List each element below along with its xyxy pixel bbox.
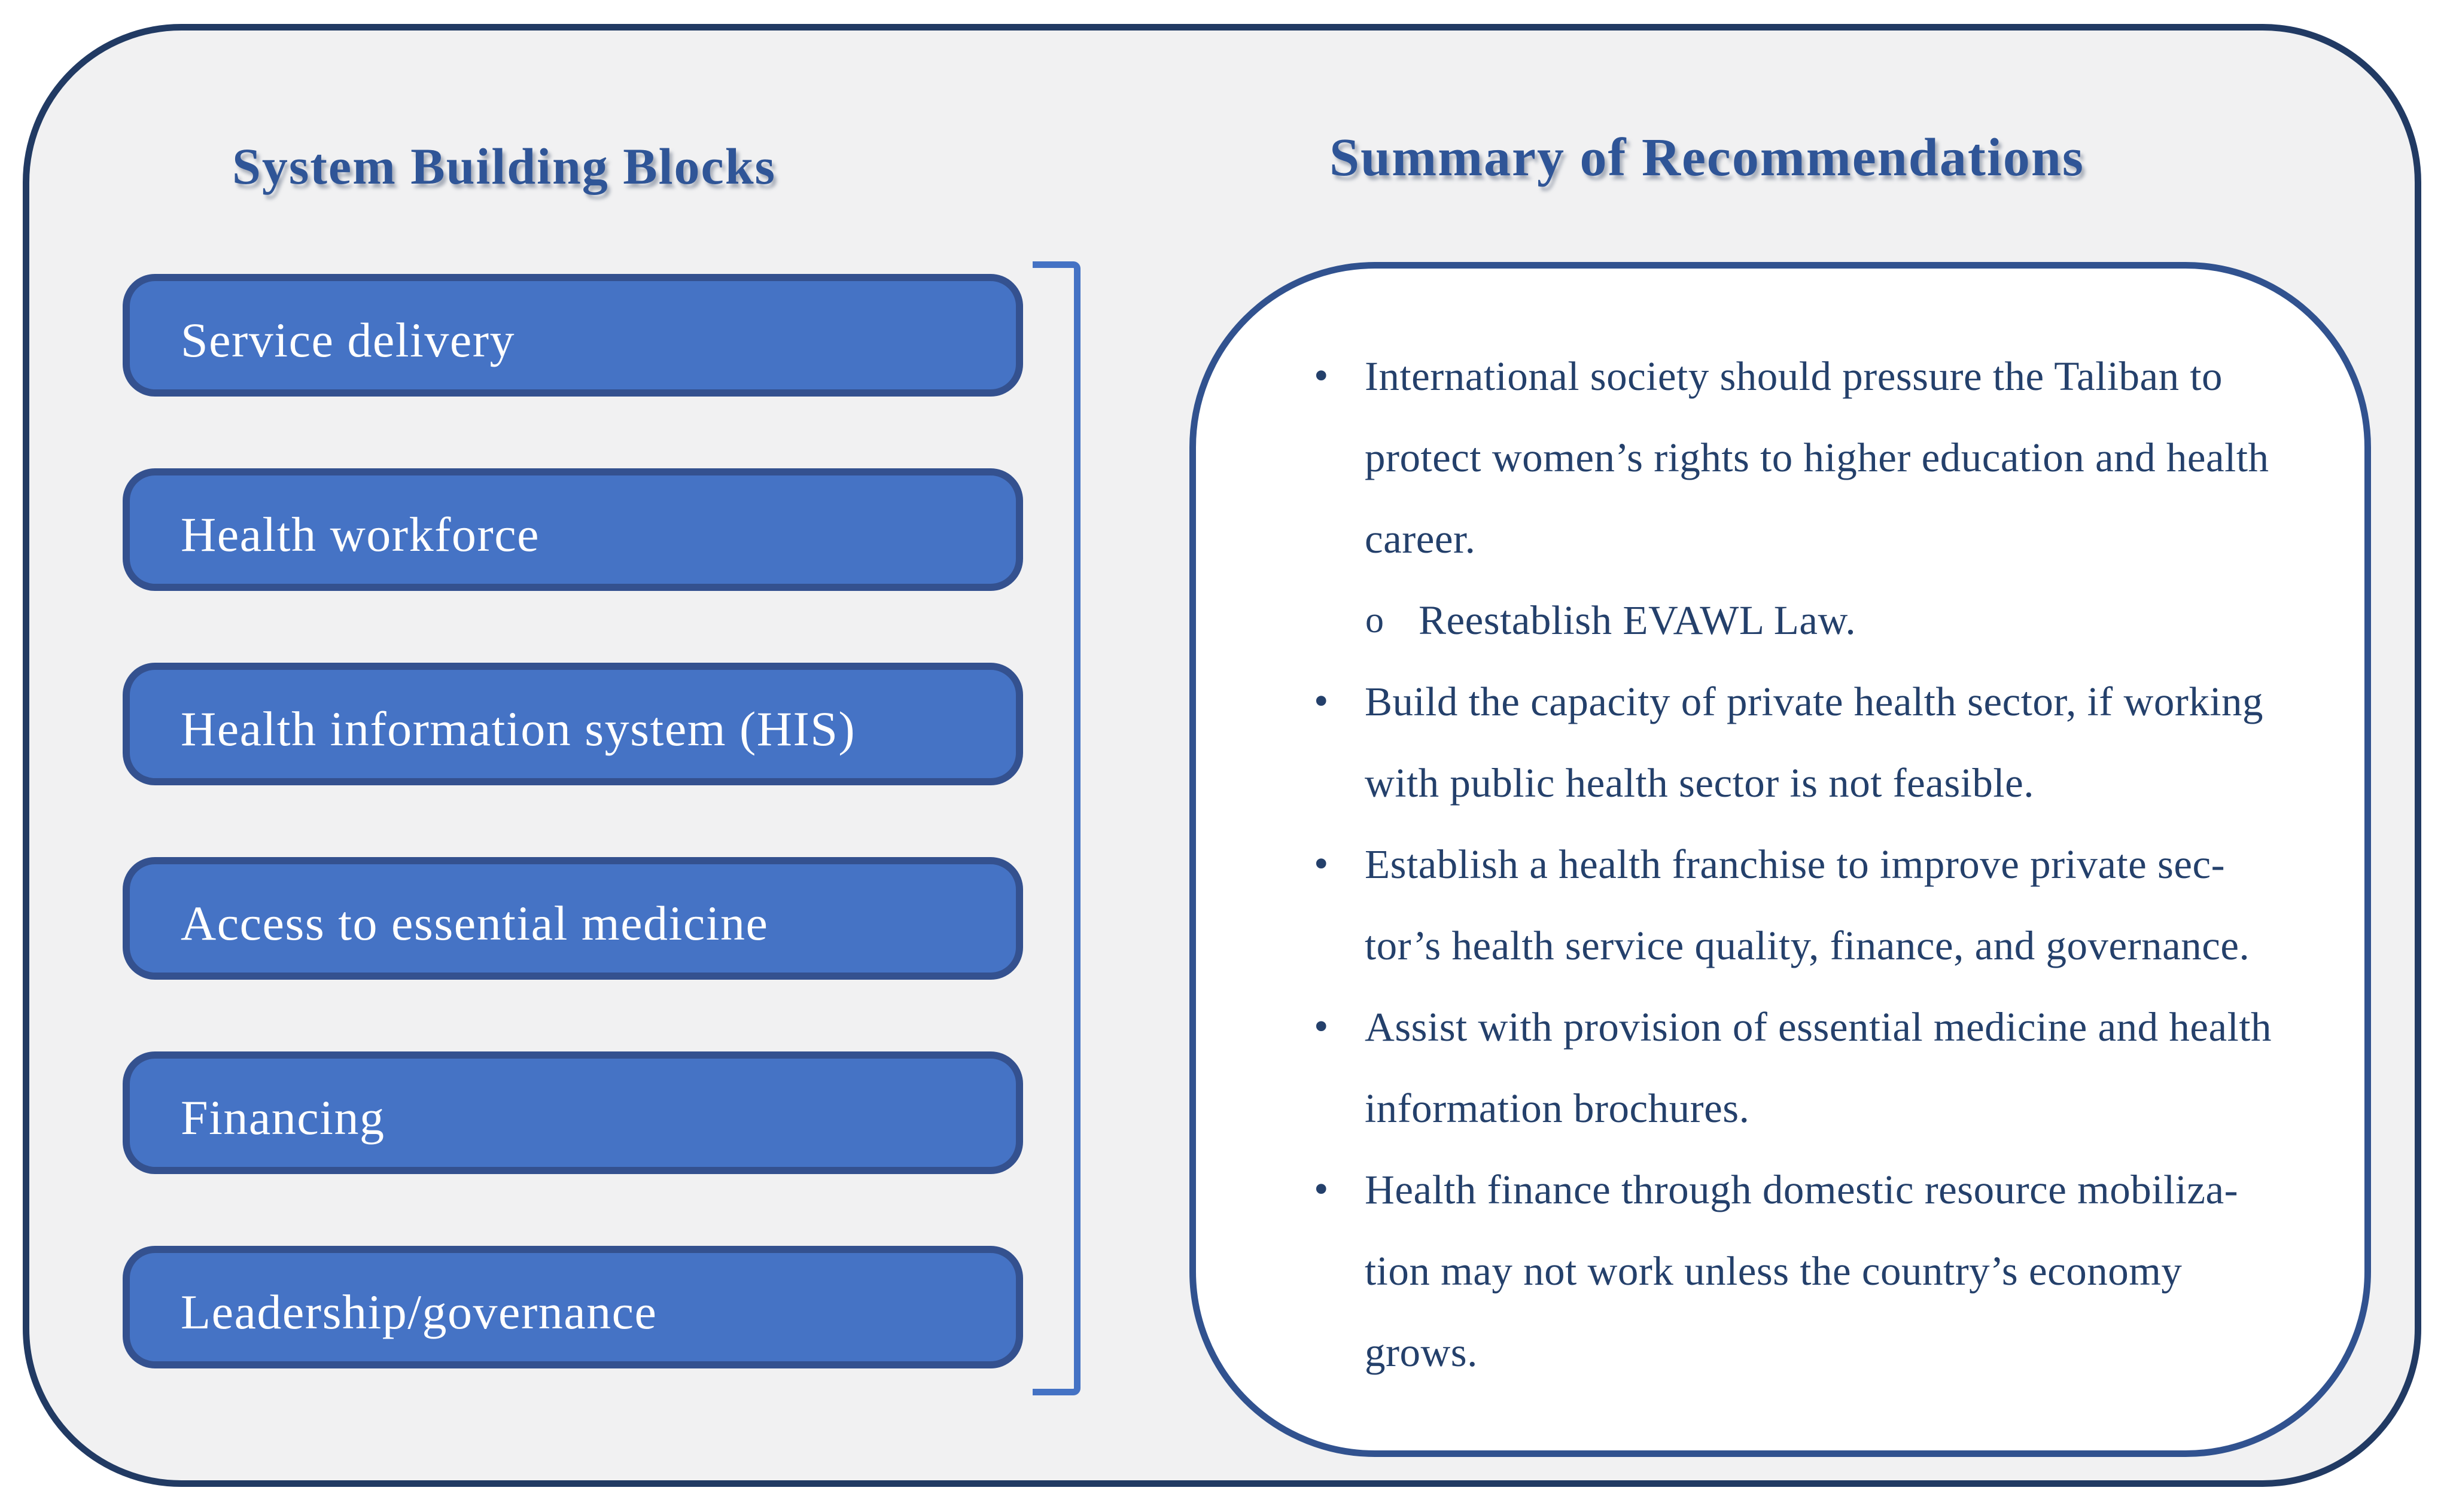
bullet-text-line: tor’s health service quality, finance, a… <box>1365 923 2250 968</box>
bullet-marker: • <box>1314 841 1329 887</box>
bullet-marker: • <box>1314 678 1329 724</box>
system-building-blocks-title: System Building Blocks <box>232 138 776 195</box>
building-block-label: Health information system (HIS) <box>181 701 856 756</box>
bullet-marker: • <box>1314 353 1329 399</box>
building-block-label: Access to essential medicine <box>181 895 769 950</box>
bullet-text-line: Health finance through domestic resource… <box>1365 1167 2239 1212</box>
building-block: Health information system (HIS) <box>123 663 1023 785</box>
building-block-label: Health workforce <box>181 507 540 562</box>
building-block: Leadership/governance <box>123 1246 1023 1368</box>
building-block-label: Leadership/governance <box>181 1284 658 1339</box>
bullet-text-line: protect women’s rights to higher educati… <box>1365 435 2269 480</box>
recommendation-item: • Health finance through domestic resourc… <box>1314 1149 2299 1393</box>
recommendation-item: • Build the capacity of private health se… <box>1314 661 2299 824</box>
recommendations-list: • International society should pressure t… <box>1314 336 2299 1393</box>
bullet-text: Reestablish EVAWL Law. <box>1419 580 2299 661</box>
recommendations-panel: • International society should pressure t… <box>1189 262 2371 1457</box>
building-block: Health workforce <box>123 468 1023 591</box>
grouping-bracket <box>1033 261 1081 1395</box>
bullet-text-line: International society should pressure th… <box>1365 353 2223 399</box>
bullet-text-line: career. <box>1365 516 1476 562</box>
bullet-text-line: Assist with provision of essential medic… <box>1365 1004 2272 1050</box>
sub-bullet-marker: o <box>1365 600 1384 641</box>
recommendation-item: • Establish a health franchise to improve… <box>1314 824 2299 986</box>
bullet-text: Health finance through domestic resource… <box>1365 1149 2299 1393</box>
bullet-text-line: tion may not work unless the country’s e… <box>1365 1248 2183 1294</box>
summary-of-recommendations-title: Summary of Recommendations <box>1329 128 2084 187</box>
bullet-text: International society should pressure th… <box>1365 336 2299 580</box>
building-block: Financing <box>123 1051 1023 1174</box>
bullet-text-line: with public health sector is not feasibl… <box>1365 760 2034 806</box>
bullet-text: Establish a health franchise to improve … <box>1365 824 2299 986</box>
bullet-text-line: Establish a health franchise to improve … <box>1365 842 2226 887</box>
bullet-marker: • <box>1314 1166 1329 1212</box>
building-block: Access to essential medicine <box>123 857 1023 980</box>
bullet-text-line: Reestablish EVAWL Law. <box>1419 598 1856 643</box>
bullet-text-line: information brochures. <box>1365 1086 1750 1131</box>
recommendation-item: • Assist with provision of essential medi… <box>1314 986 2299 1149</box>
building-block-label: Financing <box>181 1090 385 1145</box>
recommendation-item: • International society should pressure t… <box>1314 336 2299 580</box>
bullet-text-line: grows. <box>1365 1330 1478 1375</box>
building-block: Service delivery <box>123 274 1023 397</box>
bullet-text: Build the capacity of private health sec… <box>1365 661 2299 824</box>
bullet-text: Assist with provision of essential medic… <box>1365 986 2299 1149</box>
bullet-text-line: Build the capacity of private health sec… <box>1365 679 2264 724</box>
recommendation-subitem: o Reestablish EVAWL Law. <box>1314 580 2299 661</box>
bullet-marker: • <box>1314 1004 1329 1050</box>
building-block-label: Service delivery <box>181 312 516 367</box>
